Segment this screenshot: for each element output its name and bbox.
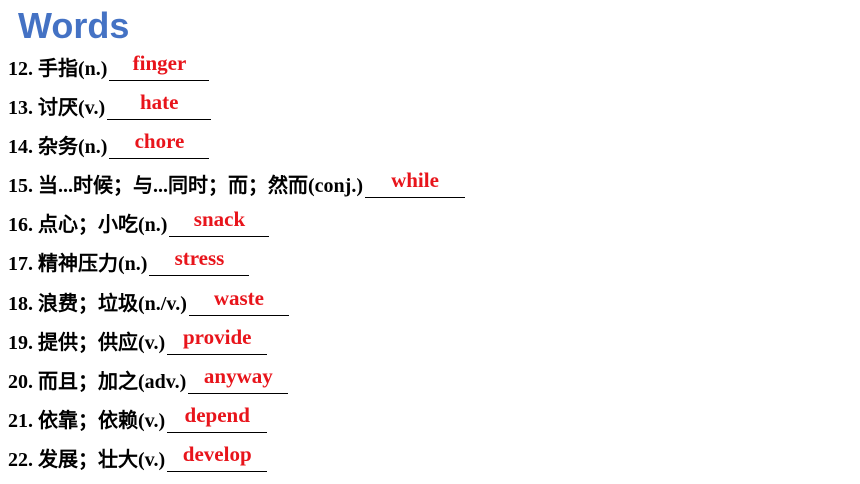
vocab-row: 14. 杂务(n.) chore	[8, 129, 465, 169]
vocab-row: 21. 依靠；依赖(v.) depend	[8, 402, 465, 443]
vocab-prompt: 20. 而且；加之(adv.)	[8, 370, 187, 393]
slide-title: Words	[18, 5, 130, 46]
answer-blank: stress	[149, 246, 250, 277]
vocab-answer: snack	[193, 207, 246, 232]
vocab-row: 13. 讨厌(v.) hate	[8, 90, 465, 130]
vocab-prompt: 14. 杂务(n.)	[8, 136, 108, 159]
vocab-row: 19. 提供；供应(v.) provide	[8, 324, 465, 365]
vocab-row: 20. 而且；加之(adv.) anyway	[8, 363, 465, 404]
vocab-row: 15. 当...时候；与...同时；而；然而(conj.) while	[8, 168, 465, 208]
vocab-answer: finger	[132, 51, 187, 75]
vocab-prompt: 13. 讨厌(v.)	[8, 97, 106, 120]
answer-blank: depend	[167, 402, 268, 433]
vocab-answer: depend	[184, 402, 250, 427]
vocab-prompt: 15. 当...时候；与...同时；而；然而(conj.)	[8, 175, 363, 198]
vocab-prompt: 21. 依靠；依赖(v.)	[8, 409, 166, 432]
vocab-prompt: 19. 提供；供应(v.)	[8, 331, 166, 354]
answer-blank: while	[364, 168, 465, 199]
vocabulary-list: 12. 手指(n.) finger 13. 讨厌(v.) hate 14. 杂务…	[8, 51, 465, 482]
vocab-answer: anyway	[203, 363, 273, 388]
answer-blank: develop	[167, 441, 268, 472]
vocab-answer: chore	[134, 129, 185, 154]
vocab-prompt: 16. 点心；小吃(n.)	[8, 214, 168, 237]
vocab-prompt: 22. 发展；壮大(v.)	[8, 448, 166, 471]
vocab-prompt: 17. 精神压力(n.)	[8, 253, 148, 276]
vocab-answer: waste	[213, 285, 264, 310]
vocab-prompt: 12. 手指(n.)	[8, 58, 108, 80]
answer-blank: provide	[167, 324, 268, 355]
vocab-answer: develop	[182, 441, 252, 466]
vocab-answer: stress	[174, 246, 225, 271]
answer-blank: anyway	[188, 363, 289, 394]
vocab-row: 17. 精神压力(n.) stress	[8, 246, 465, 286]
vocab-prompt: 18. 浪费；垃圾(n./v.)	[8, 292, 187, 315]
vocab-answer: provide	[182, 324, 252, 349]
vocab-row: 18. 浪费；垃圾(n./v.) waste	[8, 285, 465, 326]
vocab-answer: while	[391, 168, 439, 193]
vocab-row: 16. 点心；小吃(n.) snack	[8, 207, 465, 247]
answer-blank: hate	[107, 90, 212, 121]
vocab-row: 12. 手指(n.) finger	[8, 51, 465, 91]
answer-blank: waste	[188, 285, 289, 316]
answer-blank: chore	[109, 129, 210, 160]
vocab-answer: hate	[139, 90, 179, 115]
vocab-row: 22. 发展；壮大(v.) develop	[8, 441, 465, 482]
answer-blank: snack	[169, 207, 270, 238]
answer-blank: finger	[109, 51, 210, 81]
